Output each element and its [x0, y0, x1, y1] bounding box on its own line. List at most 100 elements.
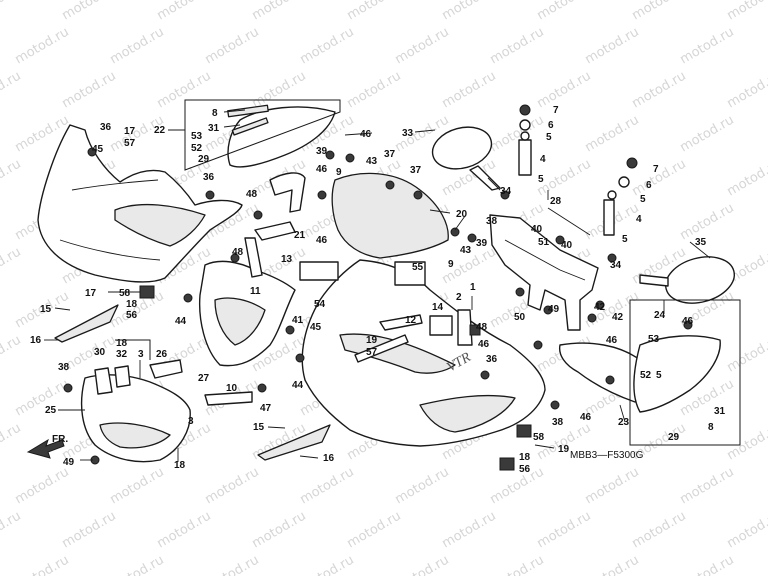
callout-27: 27: [198, 373, 210, 384]
callout-42a: 42: [594, 302, 606, 313]
callout-55: 55: [412, 262, 424, 273]
callout-38b: 38: [58, 362, 70, 373]
callout-3a: 3: [138, 349, 144, 360]
callout-35: 35: [695, 237, 707, 248]
side-cowl-lower: [419, 394, 516, 433]
callout-9b: 9: [448, 259, 454, 270]
callout-14: 14: [432, 302, 444, 313]
bracket-2: [457, 309, 473, 346]
bracket-11: [244, 237, 263, 278]
callout-4a: 4: [540, 154, 546, 165]
callout-19a: 19: [366, 335, 378, 346]
bracket-14: [429, 315, 453, 336]
callout-57a: 57: [124, 138, 136, 149]
cowl-inner-line: [71, 179, 159, 191]
callout-38a: 38: [486, 216, 498, 227]
grommet-58-left: [139, 285, 155, 299]
callout-10: 10: [226, 383, 238, 394]
callout-19b: 19: [558, 444, 570, 455]
callout-46c: 46: [316, 235, 328, 246]
bracket-26: [149, 359, 183, 379]
leader-lines: [44, 109, 711, 462]
front-arrow-icon: [26, 438, 65, 459]
callout-16a: 16: [30, 335, 42, 346]
callout-18b: 18: [116, 338, 128, 349]
callout-25: 25: [45, 405, 57, 416]
callout-57b: 57: [366, 347, 378, 358]
callout-31b: 31: [714, 406, 726, 417]
callout-36: 36: [100, 122, 112, 133]
under-panel-left: [54, 304, 119, 343]
callout-32: 32: [116, 349, 128, 360]
bolt-stack-upper: [518, 104, 532, 176]
callout-15a: 15: [40, 304, 52, 315]
mirror-right: [665, 256, 735, 304]
inner-upper-panel: [227, 106, 336, 168]
callout-46a: 46: [360, 129, 372, 140]
callout-4b: 4: [636, 214, 642, 225]
callout-8a: 8: [212, 108, 218, 119]
callout-20: 20: [456, 209, 468, 220]
callout-5b: 5: [538, 174, 544, 185]
callout-28: 28: [550, 196, 562, 207]
bracket-30: [94, 367, 113, 395]
callout-17b: 17: [85, 288, 97, 299]
callout-26: 26: [156, 349, 168, 360]
callout-13: 13: [281, 254, 293, 265]
callout-37a: 37: [384, 149, 396, 160]
callout-17a: 17: [124, 126, 136, 137]
grommet-58-right: [516, 424, 532, 438]
callout-18a: 18: [126, 299, 138, 310]
callout-18c: 18: [174, 460, 186, 471]
callout-6a: 6: [548, 120, 554, 131]
frame-18: [115, 339, 151, 360]
callout-53a: 53: [191, 131, 203, 142]
frame-22: [184, 99, 341, 171]
callout-47: 47: [260, 403, 272, 414]
callout-45b: 45: [310, 322, 322, 333]
bolt-stack-right: [603, 157, 638, 236]
callout-45a: 45: [92, 144, 104, 155]
frame-24: [629, 299, 741, 446]
bracket-54: [299, 261, 339, 281]
callout-22: 22: [154, 125, 166, 136]
callout-46e: 46: [606, 335, 618, 346]
callout-46g: 46: [682, 316, 694, 327]
callout-50: 50: [514, 312, 526, 323]
callout-53b: 53: [648, 334, 660, 345]
callout-18d: 18: [519, 452, 531, 463]
callout-5a: 5: [546, 132, 552, 143]
under-panel-bottom: [257, 424, 331, 461]
callout-58b: 58: [533, 432, 545, 443]
callout-7b: 7: [653, 164, 659, 175]
callout-7a: 7: [553, 105, 559, 116]
callout-9a: 9: [336, 167, 342, 178]
callout-1: 1: [470, 282, 476, 293]
grommet-18-right: [499, 457, 515, 471]
callout-12: 12: [405, 315, 417, 326]
callout-37b: 37: [410, 165, 422, 176]
upper-front-cowl: [37, 124, 243, 283]
cowl-stay: [489, 214, 599, 331]
lower-cowl-shade: [99, 422, 171, 449]
cowl-stay-inner: [504, 239, 586, 281]
callout-42b: 42: [612, 312, 624, 323]
callout-30: 30: [94, 347, 106, 358]
callout-16b: 16: [323, 453, 335, 464]
callout-2: 2: [456, 292, 462, 303]
callout-46f: 46: [580, 412, 592, 423]
callout-3b: 3: [188, 416, 194, 427]
callout-5c: 5: [640, 194, 646, 205]
cowl-inner-line-2: [59, 239, 161, 261]
panel-strip-2: [231, 117, 269, 136]
callout-24: 24: [654, 310, 666, 321]
callout-44b: 44: [292, 380, 304, 391]
callout-36b: 36: [203, 172, 215, 183]
callout-52b: 52: [640, 370, 652, 381]
callout-49b: 49: [63, 457, 75, 468]
callout-33: 33: [402, 128, 414, 139]
callout-49a: 49: [548, 304, 560, 315]
callout-48b: 48: [232, 247, 244, 258]
callout-48a: 48: [246, 189, 258, 200]
